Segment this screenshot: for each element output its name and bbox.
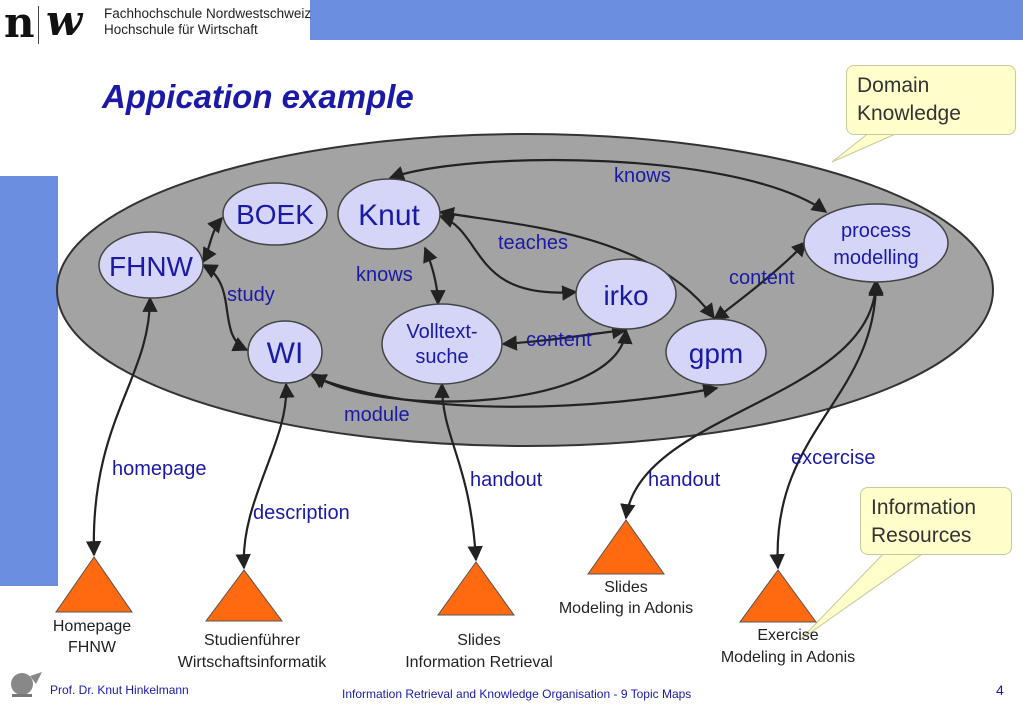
edge-knows-top <box>388 158 828 213</box>
node-volltext-label-line1: Volltext- <box>406 321 477 343</box>
node-wi-label: WI <box>267 337 304 370</box>
doc-exercise-line2: Modeling in Adonis <box>721 649 855 666</box>
node-volltextsuche <box>381 303 503 385</box>
doc-slides-adonis-line1: Slides <box>604 579 648 596</box>
school-name-line2: Hochschule für Wirtschaft <box>104 22 258 37</box>
node-fhnw <box>98 231 204 299</box>
edge-label-study: study <box>227 284 275 306</box>
edge-label-knows-top: knows <box>614 165 671 187</box>
node-process-modelling <box>803 203 949 283</box>
edge-label-module: module <box>344 404 410 426</box>
node-boek-label: BOEK <box>236 199 314 230</box>
footer-author: Prof. Dr. Knut Hinkelmann <box>50 683 189 697</box>
doc-triangle-exercise <box>739 569 817 623</box>
footer-course-title: Information Retrieval and Knowledge Orga… <box>342 687 692 701</box>
info-callout-line2: Resources <box>871 524 972 547</box>
doc-triangle-studienfuehrer <box>205 569 283 622</box>
logo-letter-w: w <box>46 0 83 45</box>
node-irko-label: irko <box>603 280 648 311</box>
domain-knowledge-callout: Domain Knowledge <box>846 65 1016 135</box>
edge-knows-mid <box>423 246 446 306</box>
doc-triangle-slides-ir <box>437 561 515 616</box>
node-fhnw-label: FHNW <box>109 251 194 282</box>
node-boek <box>222 182 328 246</box>
logo-divider <box>38 6 39 44</box>
edge-study <box>201 264 249 352</box>
node-irko <box>575 258 677 330</box>
domain-knowledge-ellipse <box>56 133 994 447</box>
node-gpm <box>665 318 767 386</box>
domain-callout-line2: Knowledge <box>857 102 961 125</box>
node-volltext-label-line2: suche <box>415 346 468 368</box>
edge-label-description: description <box>253 502 350 524</box>
doc-homepage-line1: Homepage <box>53 618 131 635</box>
edge-label-content-left: content <box>526 329 592 351</box>
logo-letter-n: n <box>4 0 35 47</box>
domain-callout-tail <box>831 131 901 163</box>
information-resources-callout: Information Resources <box>860 487 1012 555</box>
edge-excercise <box>769 280 884 570</box>
doc-triangle-slides-adonis <box>587 519 665 575</box>
doc-slides-adonis-line2: Modeling in Adonis <box>559 600 693 617</box>
edge-knut-irko <box>438 213 578 301</box>
info-callout-line1: Information <box>871 496 977 519</box>
doc-studienfuehrer-line2: Wirtschaftsinformatik <box>178 654 327 671</box>
header-accent-bar <box>310 0 1023 40</box>
doc-slides-ir-line2: Information Retrieval <box>405 654 553 671</box>
doc-triangle-homepage <box>55 556 133 613</box>
info-callout-tail <box>799 551 927 641</box>
edge-label-excercise: excercise <box>791 447 875 469</box>
node-process-label-line2: modelling <box>833 247 919 269</box>
footer-logo-icon <box>11 672 42 697</box>
node-process-label-line1: process <box>841 220 911 242</box>
slide-title: Appication example <box>102 78 414 115</box>
edge-label-handout-right: handout <box>648 469 721 491</box>
node-wi <box>247 320 323 384</box>
domain-callout-line1: Domain <box>857 74 930 97</box>
left-accent-bar <box>0 176 58 586</box>
edge-boek-fhnw <box>202 216 224 264</box>
edge-homepage <box>85 296 158 557</box>
node-gpm-label: gpm <box>689 338 743 369</box>
edge-label-homepage: homepage <box>112 458 207 480</box>
page-number: 4 <box>996 682 1004 698</box>
edge-handout-left <box>434 382 483 562</box>
doc-homepage-line2: FHNW <box>68 639 117 656</box>
doc-studienfuehrer-line1: Studienführer <box>204 632 301 649</box>
edge-description <box>235 382 295 570</box>
doc-exercise-line1: Exercise <box>757 627 818 644</box>
edge-label-knows-mid: knows <box>356 264 413 286</box>
edge-label-content-right: content <box>729 267 795 289</box>
edge-label-handout-left: handout <box>470 469 543 491</box>
edge-label-teaches: teaches <box>498 232 568 254</box>
node-knut-label: Knut <box>358 199 420 232</box>
node-knut <box>337 178 441 250</box>
school-name-line1: Fachhochschule Nordwestschweiz <box>104 6 312 21</box>
doc-slides-ir-line1: Slides <box>457 632 501 649</box>
